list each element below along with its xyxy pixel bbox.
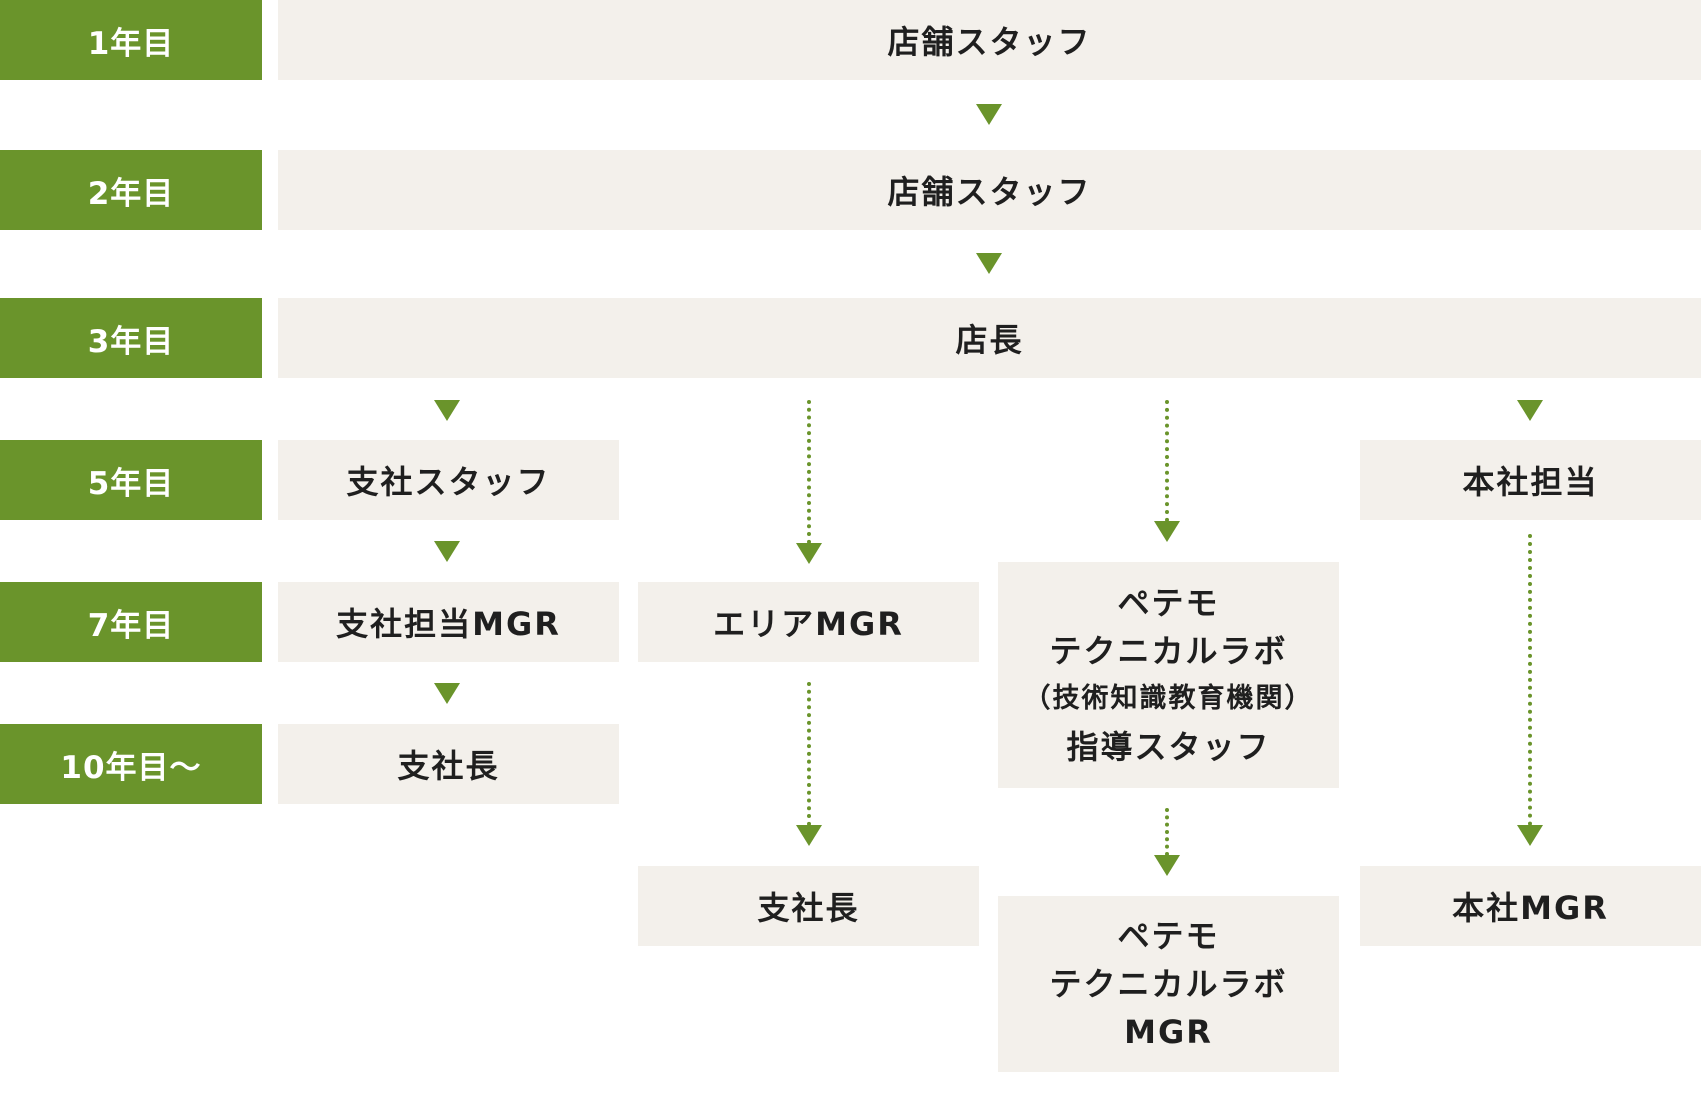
year-label-1: 1年目 xyxy=(0,0,262,80)
node-store-staff-year2: 店舗スタッフ xyxy=(278,150,1701,230)
arrow-down-icon xyxy=(976,253,1002,274)
arrow-down-icon xyxy=(1517,400,1543,421)
node-hq-mgr: 本社MGR xyxy=(1360,866,1701,946)
node-store-staff-year1: 店舗スタッフ xyxy=(278,0,1701,80)
dotted-connector xyxy=(1165,400,1169,522)
node-store-manager: 店長 xyxy=(278,298,1701,378)
year-label-2: 2年目 xyxy=(0,150,262,230)
arrow-down-icon xyxy=(1517,825,1543,846)
node-branch-mgr: 支社担当MGR xyxy=(278,582,619,662)
node-lab-staff-line1: ペテモ xyxy=(1117,584,1220,622)
dotted-connector xyxy=(807,400,811,544)
dotted-connector xyxy=(1165,808,1169,856)
year-label-7: 7年目 xyxy=(0,582,262,662)
arrow-down-icon xyxy=(796,825,822,846)
node-lab-staff-line3: （技術知識教育機関） xyxy=(1023,683,1314,714)
arrow-down-icon xyxy=(434,683,460,704)
node-branch-head-2: 支社長 xyxy=(638,866,979,946)
node-hq-staff: 本社担当 xyxy=(1360,440,1701,520)
arrow-down-icon xyxy=(434,400,460,421)
year-label-10: 10年目〜 xyxy=(0,724,262,804)
node-lab-mgr: ペテモ テクニカルラボ MGR xyxy=(998,896,1339,1072)
arrow-down-icon xyxy=(796,543,822,564)
arrow-down-icon xyxy=(1154,521,1180,542)
dotted-connector xyxy=(1528,534,1532,826)
node-lab-mgr-line2: テクニカルラボ xyxy=(1049,965,1288,1003)
node-lab-staff-line4: 指導スタッフ xyxy=(1066,728,1271,766)
node-area-mgr: エリアMGR xyxy=(638,582,979,662)
node-lab-staff: ペテモ テクニカルラボ （技術知識教育機関） 指導スタッフ xyxy=(998,562,1339,788)
arrow-down-icon xyxy=(976,104,1002,125)
node-lab-staff-line2: テクニカルラボ xyxy=(1049,632,1288,670)
node-lab-mgr-line1: ペテモ xyxy=(1117,917,1220,955)
node-branch-staff: 支社スタッフ xyxy=(278,440,619,520)
year-label-3: 3年目 xyxy=(0,298,262,378)
dotted-connector xyxy=(807,682,811,826)
arrow-down-icon xyxy=(1154,855,1180,876)
node-branch-head-1: 支社長 xyxy=(278,724,619,804)
arrow-down-icon xyxy=(434,541,460,562)
year-label-5: 5年目 xyxy=(0,440,262,520)
node-lab-mgr-line3: MGR xyxy=(1124,1013,1213,1051)
